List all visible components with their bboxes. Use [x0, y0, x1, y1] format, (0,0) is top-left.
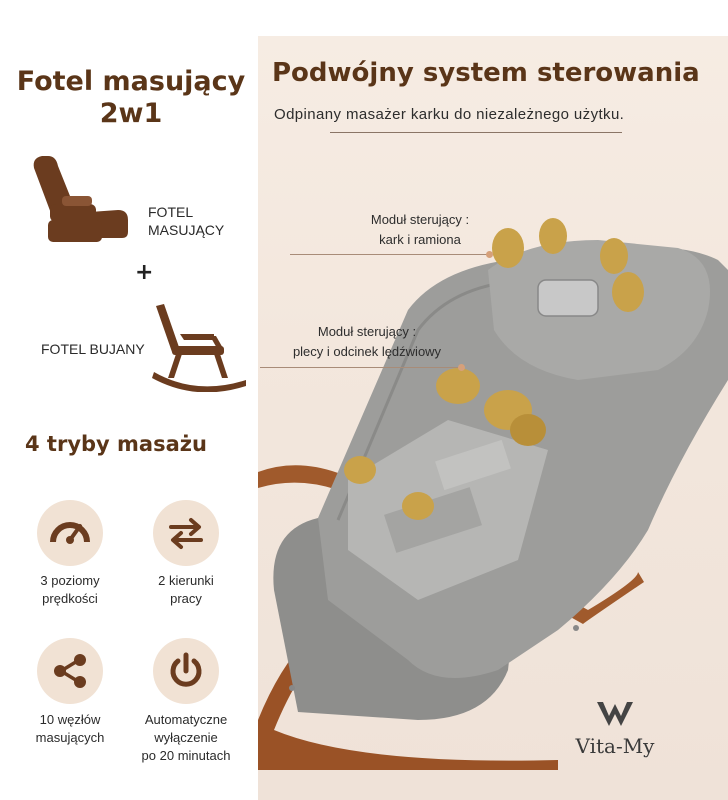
feature-speed-line1: 3 poziomy	[40, 573, 100, 588]
massage-chair-label-line2: MASUJĄCY	[148, 222, 225, 238]
module-neck-leader-dot	[486, 251, 493, 258]
rocking-chair-label: FOTEL BUJANY	[41, 341, 145, 357]
speedometer-icon	[50, 522, 90, 544]
rocking-chair-icon	[152, 304, 246, 392]
feature-speed-label: 3 poziomy prędkości	[12, 572, 128, 608]
right-title: Podwójny system sterowania	[272, 58, 700, 88]
massage-nodes-badge	[37, 638, 103, 704]
feature-nodes-label: 10 węzłów masujących	[12, 711, 128, 747]
module-back-leader-line	[260, 367, 460, 368]
brand-mark-icon	[597, 702, 633, 726]
module-back-line2: plecy i odcinek lędźwiowy	[292, 344, 442, 359]
feature-directions-label: 2 kierunki pracy	[128, 572, 244, 608]
module-neck-leader-line	[290, 254, 488, 255]
left-title-line2: 2w1	[99, 98, 163, 129]
feature-auto-off-line3: po 20 minutach	[141, 748, 231, 763]
massage-modes-title: 4 tryby masażu	[25, 432, 207, 456]
directions-badge	[153, 500, 219, 566]
right-subtitle: Odpinany masażer karku do niezależnego u…	[274, 106, 625, 123]
feature-directions-line1: 2 kierunki	[158, 573, 214, 588]
massage-chair-label: FOTEL MASUJĄCY	[148, 203, 224, 239]
module-back-line1: Moduł sterujący :	[317, 324, 417, 339]
feature-nodes-line2: masujących	[35, 730, 105, 745]
subtitle-divider	[330, 132, 622, 133]
left-title-line1: Fotel masujący	[16, 66, 246, 97]
module-back-leader-dot	[458, 364, 465, 371]
left-title: Fotel masujący 2w1	[0, 66, 262, 130]
feature-speed-line2: prędkości	[42, 591, 98, 606]
brand-name: Vita-My	[575, 734, 655, 758]
massage-chair-label-line1: FOTEL	[148, 204, 194, 220]
module-neck-label: Moduł sterujący : kark i ramiona	[360, 210, 480, 250]
swap-arrows-icon	[169, 518, 203, 549]
auto-off-badge	[153, 638, 219, 704]
feature-directions-line2: pracy	[170, 591, 202, 606]
massage-chair-product-image	[258, 218, 728, 770]
power-icon	[170, 652, 202, 687]
feature-nodes-line1: 10 węzłów	[39, 712, 101, 727]
module-neck-line2: kark i ramiona	[379, 232, 461, 247]
speed-levels-badge	[37, 500, 103, 566]
module-neck-line1: Moduł sterujący :	[370, 212, 470, 227]
module-back-label: Moduł sterujący : plecy i odcinek lędźwi…	[272, 322, 462, 362]
feature-auto-off-line1: Automatyczne	[144, 712, 228, 727]
brand-logo: Vita-My	[560, 700, 670, 758]
share-nodes-icon	[54, 654, 86, 688]
plus-sign: +	[135, 260, 154, 285]
massage-chair-icon	[33, 156, 128, 242]
feature-auto-off-line2: wyłączenie	[154, 730, 218, 745]
feature-auto-off-label: Automatyczne wyłączenie po 20 minutach	[122, 711, 250, 765]
